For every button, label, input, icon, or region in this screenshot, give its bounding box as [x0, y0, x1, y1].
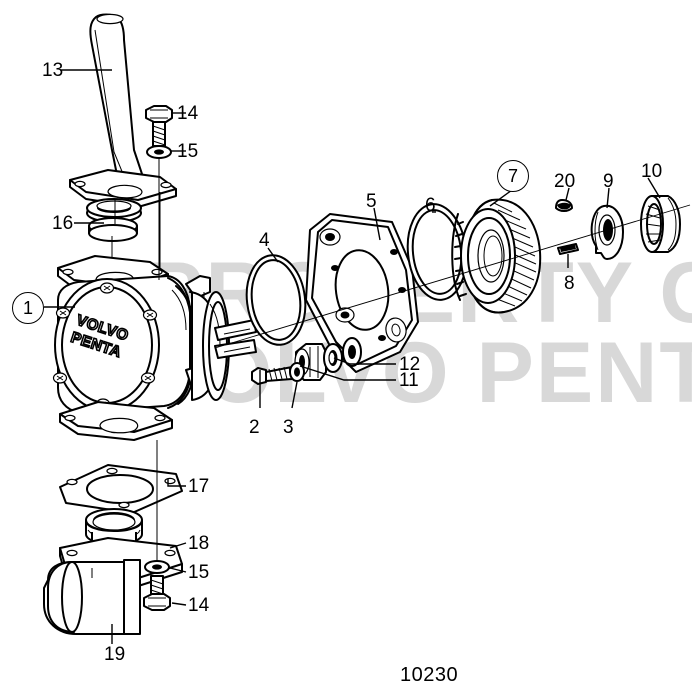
callout-1[interactable]: 1 [12, 292, 44, 324]
part-10-nut [640, 195, 681, 253]
part-6-o-ring-large [406, 203, 468, 301]
callout-5[interactable]: 5 [366, 191, 377, 212]
part-2-screw [251, 366, 293, 385]
callout-10[interactable]: 10 [641, 161, 663, 182]
part-13-upper-pipe [89, 13, 147, 191]
callout-19[interactable]: 19 [104, 644, 126, 665]
part-15-washer-upper [146, 145, 172, 159]
callout-6[interactable]: 6 [425, 195, 436, 216]
part-17-gasket [59, 464, 183, 514]
callout-14-upper[interactable]: 14 [177, 103, 199, 124]
callout-15-lower[interactable]: 15 [188, 562, 210, 583]
part-5-bracket-plate [305, 213, 419, 373]
callout-20[interactable]: 20 [554, 171, 576, 192]
callout-8[interactable]: 8 [564, 273, 575, 294]
part-7-drive-gear [451, 198, 542, 314]
callout-12[interactable]: 12 [399, 354, 421, 375]
callout-14-lower[interactable]: 14 [188, 595, 210, 616]
part-9-lock-washer [590, 204, 624, 260]
callout-16[interactable]: 16 [52, 213, 74, 234]
drawing-number: 10230 [400, 664, 459, 686]
callout-18[interactable]: 18 [188, 533, 210, 554]
part-4-o-ring [245, 254, 307, 346]
callout-13[interactable]: 13 [42, 60, 64, 81]
leader-lines [44, 69, 661, 644]
part-14-bolt-lower [143, 575, 171, 611]
callout-2[interactable]: 2 [249, 417, 260, 438]
callout-7[interactable]: 7 [497, 160, 529, 192]
part-20-woodruff-key [555, 199, 573, 212]
part-15-washer-lower [144, 560, 170, 574]
callout-9[interactable]: 9 [603, 171, 614, 192]
part-16-seal-ring [86, 198, 142, 242]
part-14-bolt-upper [145, 105, 173, 147]
part-3-washer [289, 362, 305, 382]
part-19-lower-elbow-pipe [43, 559, 141, 635]
part-8-key [557, 243, 579, 255]
callout-17[interactable]: 17 [188, 476, 210, 497]
part-13-flange [69, 169, 177, 208]
callout-11[interactable]: 11 [399, 370, 419, 391]
callout-4[interactable]: 4 [259, 230, 270, 251]
part-1-pump-housing: VOLVO PENTA [52, 255, 257, 441]
callout-15-upper[interactable]: 15 [177, 141, 199, 162]
callout-3[interactable]: 3 [283, 417, 294, 438]
